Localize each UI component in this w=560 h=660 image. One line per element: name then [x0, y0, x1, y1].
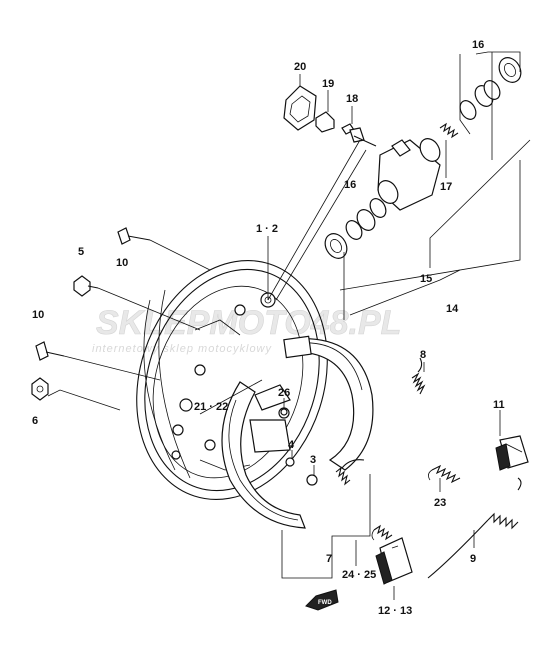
label-10-upper: 10 — [116, 257, 128, 269]
piston-set-upper — [439, 57, 522, 139]
screw-3 — [306, 474, 318, 486]
label-16-lower: 16 — [344, 179, 356, 191]
watermark-tagline: internetowy sklep motocyklowy — [92, 343, 273, 355]
label-12-13: 12 · 13 — [378, 605, 412, 617]
cap-19 — [315, 111, 335, 133]
bleeder-18 — [341, 123, 377, 147]
bolt-10-upper — [117, 227, 151, 245]
label-4: 4 — [288, 439, 295, 451]
fwd-label: FWD — [318, 600, 332, 606]
label-23: 23 — [434, 497, 446, 509]
label-19: 19 — [322, 78, 334, 90]
label-20: 20 — [294, 61, 306, 73]
clip-11 — [495, 435, 529, 471]
nut-6 — [31, 377, 49, 401]
pin-4 — [285, 457, 295, 467]
adjusting-spring — [335, 459, 365, 486]
label-8: 8 — [420, 349, 426, 361]
adjuster-12-13 — [375, 537, 413, 585]
bolt-10-lower — [35, 341, 65, 361]
spring-9 — [427, 477, 522, 579]
label-9: 9 — [470, 553, 476, 565]
watermark: SKLEPMOTO48.PL internetowy sklep motocyk… — [92, 304, 402, 355]
spring-24-25 — [371, 524, 393, 541]
nut-5 — [73, 275, 99, 297]
label-3: 3 — [310, 454, 316, 466]
wheel-cylinder — [377, 138, 441, 211]
label-24-25: 24 · 25 — [342, 569, 376, 581]
label-10-lower: 10 — [32, 309, 44, 321]
label-14: 14 — [446, 303, 459, 315]
brake-shoe-front — [221, 381, 306, 529]
boot-20 — [283, 85, 317, 131]
label-21-22: 21 · 22 — [194, 401, 228, 413]
spring-23 — [428, 464, 461, 484]
part-labels: 16 20 19 18 17 16 1 · 2 10 5 10 6 15 14 … — [32, 39, 505, 617]
label-5: 5 — [78, 246, 84, 258]
pin-26 — [280, 408, 288, 416]
label-1-2: 1 · 2 — [256, 223, 278, 235]
label-26: 26 — [278, 387, 290, 399]
label-16-upper: 16 — [472, 39, 484, 51]
label-6: 6 — [32, 415, 38, 427]
label-18: 18 — [346, 93, 358, 105]
label-17: 17 — [440, 181, 452, 193]
fwd-arrow-icon: FWD — [305, 589, 339, 611]
label-15: 15 — [420, 273, 432, 285]
backing-plate — [136, 259, 328, 501]
brake-shoe-rear — [283, 335, 374, 471]
piston-set-lower — [324, 198, 387, 259]
watermark-brand: SKLEPMOTO48.PL — [96, 304, 401, 342]
leader-lines — [47, 51, 531, 600]
label-11: 11 — [493, 399, 505, 411]
label-7: 7 — [326, 553, 332, 565]
return-spring-8 — [411, 357, 426, 395]
